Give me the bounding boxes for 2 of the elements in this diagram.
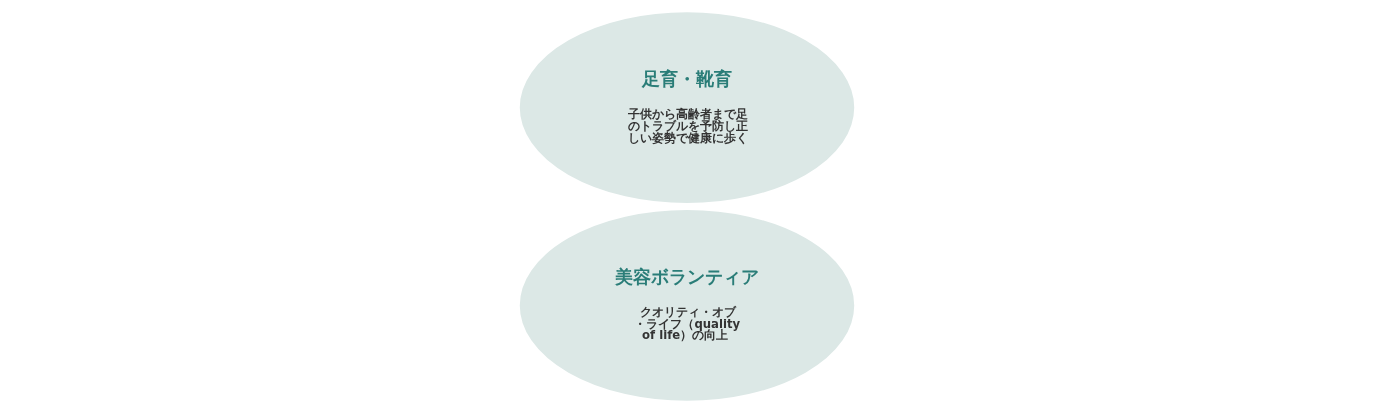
node-ellipse: 足育・靴育 子供から高齢者まで足のトラブルを予防し正しい姿勢で健康に歩く <box>517 10 856 206</box>
node-ellipse: 美容ボランティア クオリティ・オブ・ライフ（quality of life）の向上 <box>517 207 856 403</box>
